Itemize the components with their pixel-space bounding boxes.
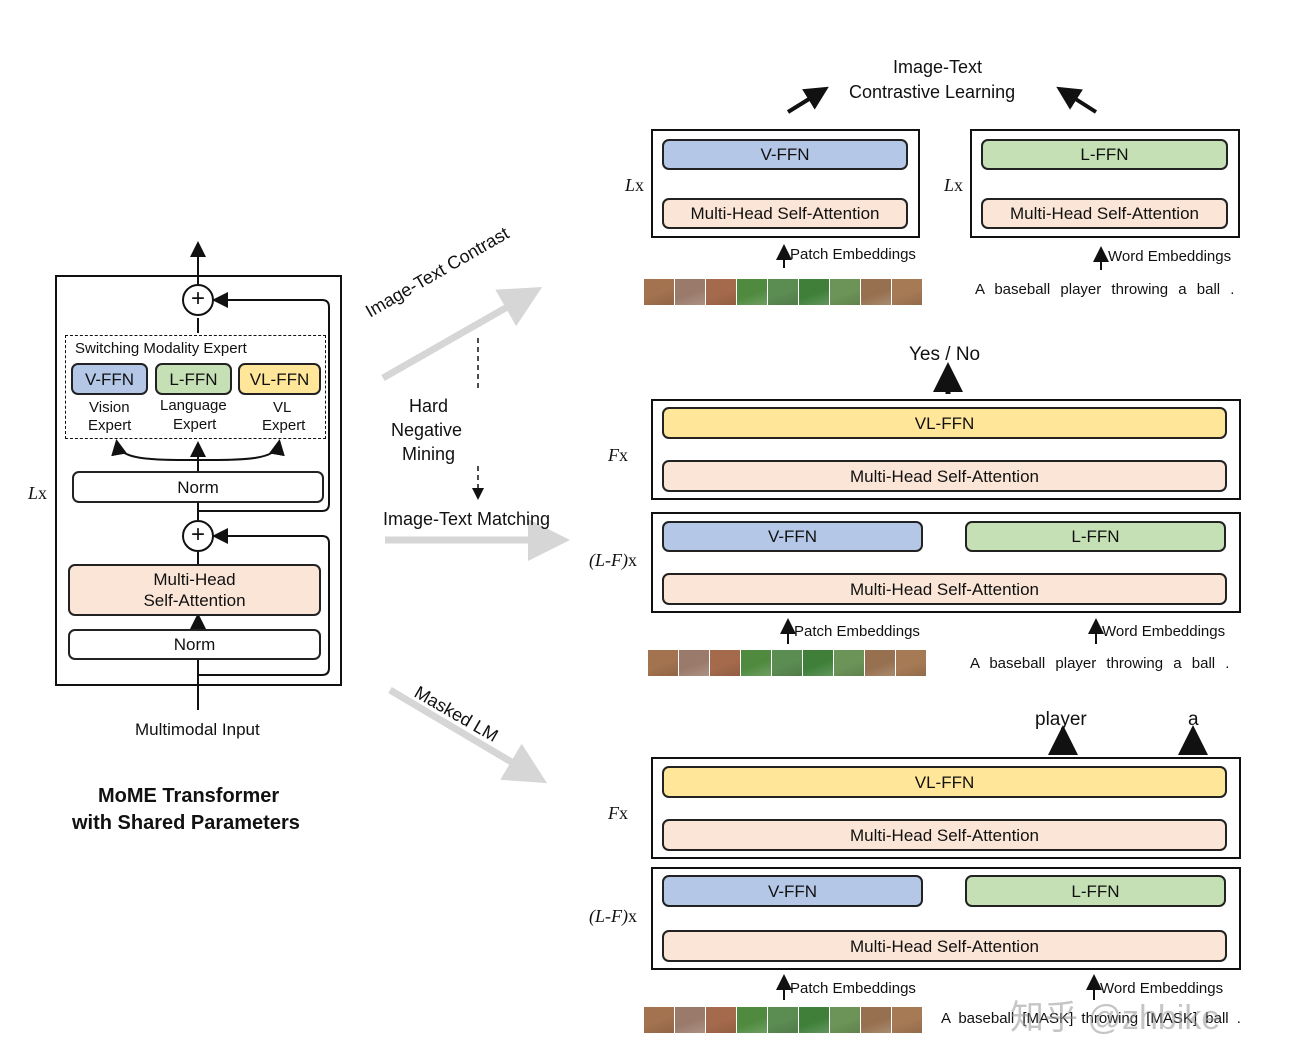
hard-mining-line-1: Hard [409,396,449,416]
image-patch [830,279,860,305]
image-patch [644,1007,674,1033]
image-patch [679,650,709,676]
attention-line-2: Self-Attention [143,591,246,610]
residual-add-bottom-icon: + [182,520,214,552]
image-patch [706,279,736,305]
left-multi-head-attention: Multi-Head Self-Attention [68,564,321,616]
watermark: 知乎 @zhbike [1010,999,1221,1037]
mome-layer-frame [55,275,342,686]
itm-modality-layer-label: (L-F)x [589,550,637,570]
multimodal-input-label: Multimodal Input [135,720,260,739]
language-layer-label: Lx [944,175,964,195]
itm-patch-embeddings: Patch Embeddings [794,623,920,640]
vision-expert-desc-1: Vision [89,399,130,416]
image-patch [741,650,771,676]
image-patch [799,1007,829,1033]
top-sentence: A baseball player throwing a ball . [975,281,1235,298]
mlm-patch-embeddings: Patch Embeddings [790,980,916,997]
mlm-output-1: player [1035,709,1087,730]
top-vision-vffn: V-FFN [662,139,908,170]
vision-layer-label: Lx [625,175,645,195]
mlm-word-embeddings: Word Embeddings [1100,980,1224,997]
image-patch [706,1007,736,1033]
mlm-fusion-attention: Multi-Head Self-Attention [662,819,1227,851]
image-patch [737,279,767,305]
image-patch [834,650,864,676]
expert-vffn: V-FFN [71,363,148,395]
mlm-modality-attention: Multi-Head Self-Attention [662,930,1227,962]
contrastive-title-2: Contrastive Learning [849,82,1016,102]
vision-expert-desc-2: Expert [88,417,132,434]
mlm-image-patches [644,1007,922,1033]
switching-expert-title: Switching Modality Expert [75,340,247,357]
top-image-patches [644,279,922,305]
image-patch [896,650,926,676]
mlm-modality-layer-label: (L-F)x [589,906,637,926]
mlm-lffn: L-FFN [965,875,1226,907]
image-patch [737,1007,767,1033]
image-patch [772,650,802,676]
left-caption-line-1: MoME Transformer [98,785,280,807]
vl-expert-desc-1: VL [273,399,292,416]
mlm-vlffn: VL-FFN [662,766,1227,798]
mlm-fusion-layer-label: Fx [608,803,628,823]
image-patch [865,650,895,676]
image-patch [710,650,740,676]
top-vision-attention: Multi-Head Self-Attention [662,198,908,229]
itm-fusion-layer-label: Fx [608,445,628,465]
layer-repeat-label: Lx [28,483,48,503]
image-patch [644,279,674,305]
hard-mining-line-2: Negative [391,420,463,440]
attention-line-1: Multi-Head [153,570,236,589]
mlm-vffn: V-FFN [662,875,923,907]
top-language-attention: Multi-Head Self-Attention [981,198,1228,229]
switching-expert-region [65,335,326,439]
mlm-sentence: A baseball [MASK] throwing [MASK] ball . [941,1010,1241,1027]
itm-output-label: Yes / No [909,344,981,365]
image-patch [768,279,798,305]
norm-bottom: Norm [68,629,321,660]
image-patch [675,279,705,305]
residual-add-top-icon: + [182,284,214,316]
norm-top: Norm [72,471,324,503]
itm-sentence: A baseball player throwing a ball . [970,655,1230,672]
image-patch [648,650,678,676]
language-expert-desc-2: Expert [173,416,217,433]
itm-lffn: L-FFN [965,521,1226,552]
image-patch [675,1007,705,1033]
expert-lffn: L-FFN [155,363,232,395]
image-patch [768,1007,798,1033]
left-caption-line-2: with Shared Parameters [72,812,300,834]
image-patch [799,279,829,305]
expert-vlffn: VL-FFN [238,363,321,395]
itm-word-embeddings: Word Embeddings [1102,623,1226,640]
top-language-lffn: L-FFN [981,139,1228,170]
image-patch [892,1007,922,1033]
image-patch [861,1007,891,1033]
itm-image-patches [648,650,926,676]
top-word-embeddings: Word Embeddings [1108,248,1232,265]
itm-task-label: Image-Text Matching [383,509,551,529]
image-patch [803,650,833,676]
image-patch [892,279,922,305]
itm-vlffn: VL-FFN [662,407,1227,439]
top-patch-embeddings: Patch Embeddings [790,246,916,263]
itm-fusion-attention: Multi-Head Self-Attention [662,460,1227,492]
language-expert-desc-1: Language [160,397,227,414]
hard-mining-line-3: Mining [402,444,456,464]
image-patch [830,1007,860,1033]
itm-vffn: V-FFN [662,521,923,552]
mlm-output-2: a [1188,709,1199,730]
vl-expert-desc-2: Expert [262,417,306,434]
contrastive-title-1: Image-Text [893,57,983,77]
itm-modality-attention: Multi-Head Self-Attention [662,573,1227,605]
image-patch [861,279,891,305]
